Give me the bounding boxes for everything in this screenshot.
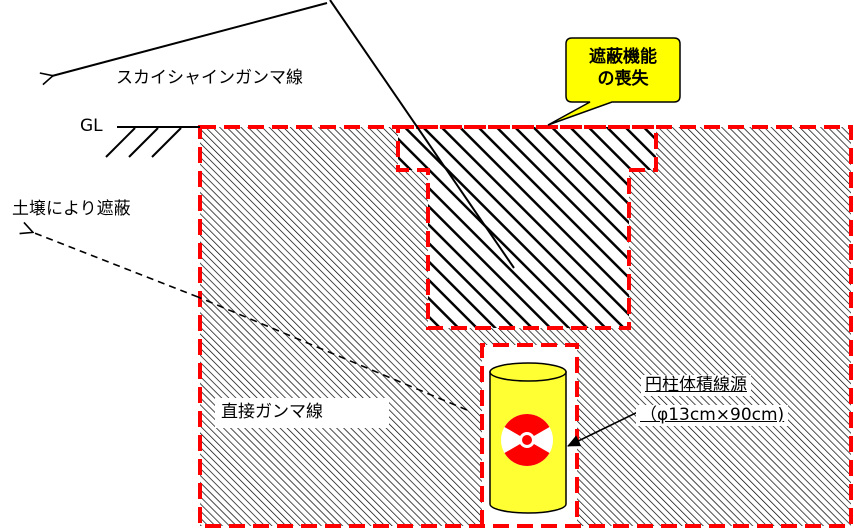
callout-line-1: 遮蔽機能 bbox=[589, 47, 657, 67]
shield-loss-boundary bbox=[396, 125, 658, 330]
source-size-label: （φ13cm×90cm) bbox=[636, 405, 789, 426]
callout-bubble bbox=[547, 37, 681, 126]
skyshine-arrow bbox=[52, 2, 328, 76]
skyshine-gamma-label: スカイシャインガンマ線 bbox=[116, 68, 303, 88]
source-pointer bbox=[567, 409, 643, 447]
shield-loss-region bbox=[398, 127, 656, 328]
soil-shield-arrow bbox=[32, 232, 199, 298]
callout-line-2: の喪失 bbox=[597, 69, 649, 89]
direct-gamma-label: 直接ガンマ線 bbox=[215, 398, 389, 428]
soil-shield-label: 土壌により遮蔽 bbox=[8, 199, 135, 220]
radiation-trefoil-icon bbox=[501, 414, 553, 466]
ground-hatch-symbol bbox=[105, 127, 182, 158]
callout-text: 遮蔽機能 の喪失 bbox=[560, 46, 686, 90]
skyshine-ray bbox=[329, 0, 515, 269]
soil-boundary bbox=[198, 125, 853, 528]
ground-level-label: GL bbox=[80, 116, 103, 136]
direct-ray bbox=[197, 296, 468, 411]
source-name-label: 円柱体積線源 bbox=[641, 375, 751, 396]
